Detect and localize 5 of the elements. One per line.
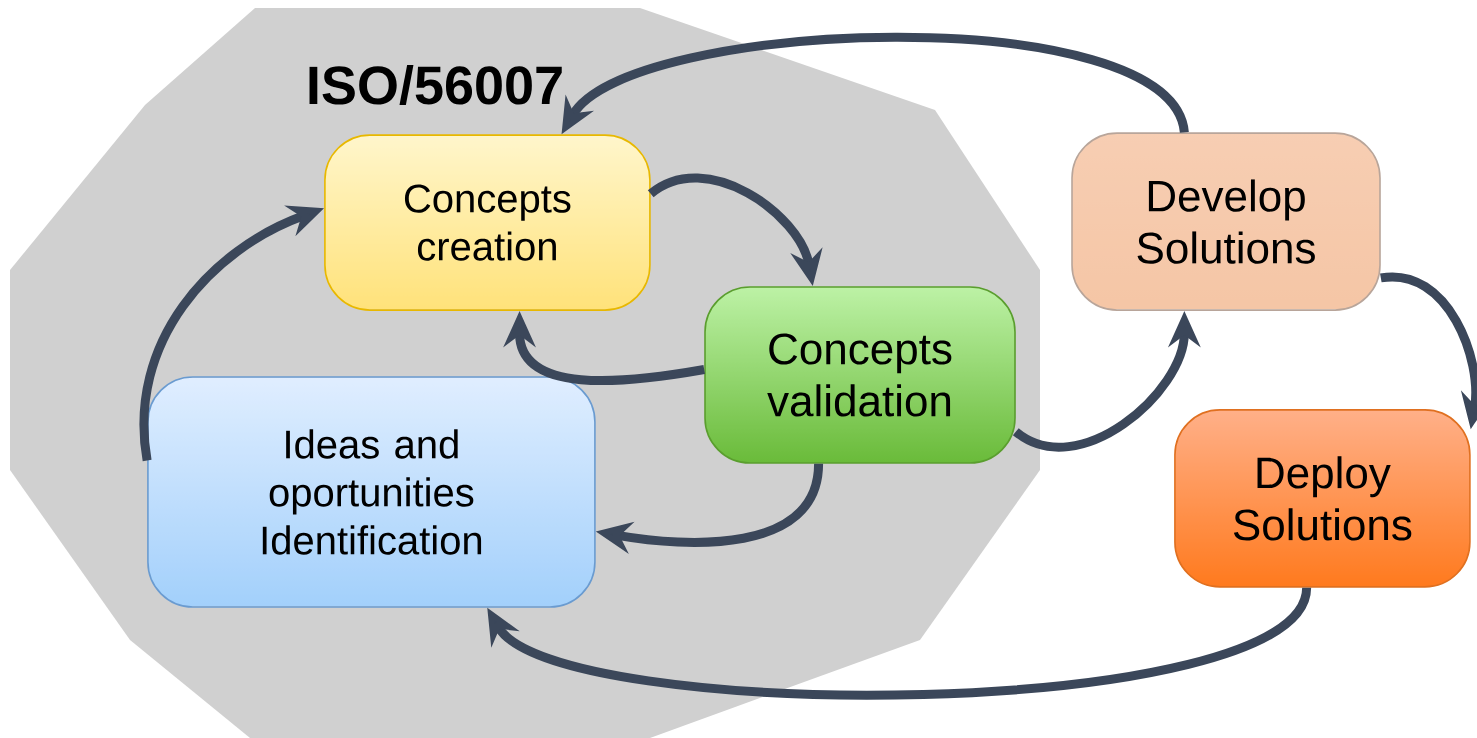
process-box: Concepts validation xyxy=(704,286,1016,464)
process-box: Develop Solutions xyxy=(1071,132,1381,311)
process-box: Deploy Solutions xyxy=(1174,409,1471,588)
process-box: Ideas and oportunities Identification xyxy=(147,376,596,608)
process-box: Concepts creation xyxy=(324,134,651,311)
